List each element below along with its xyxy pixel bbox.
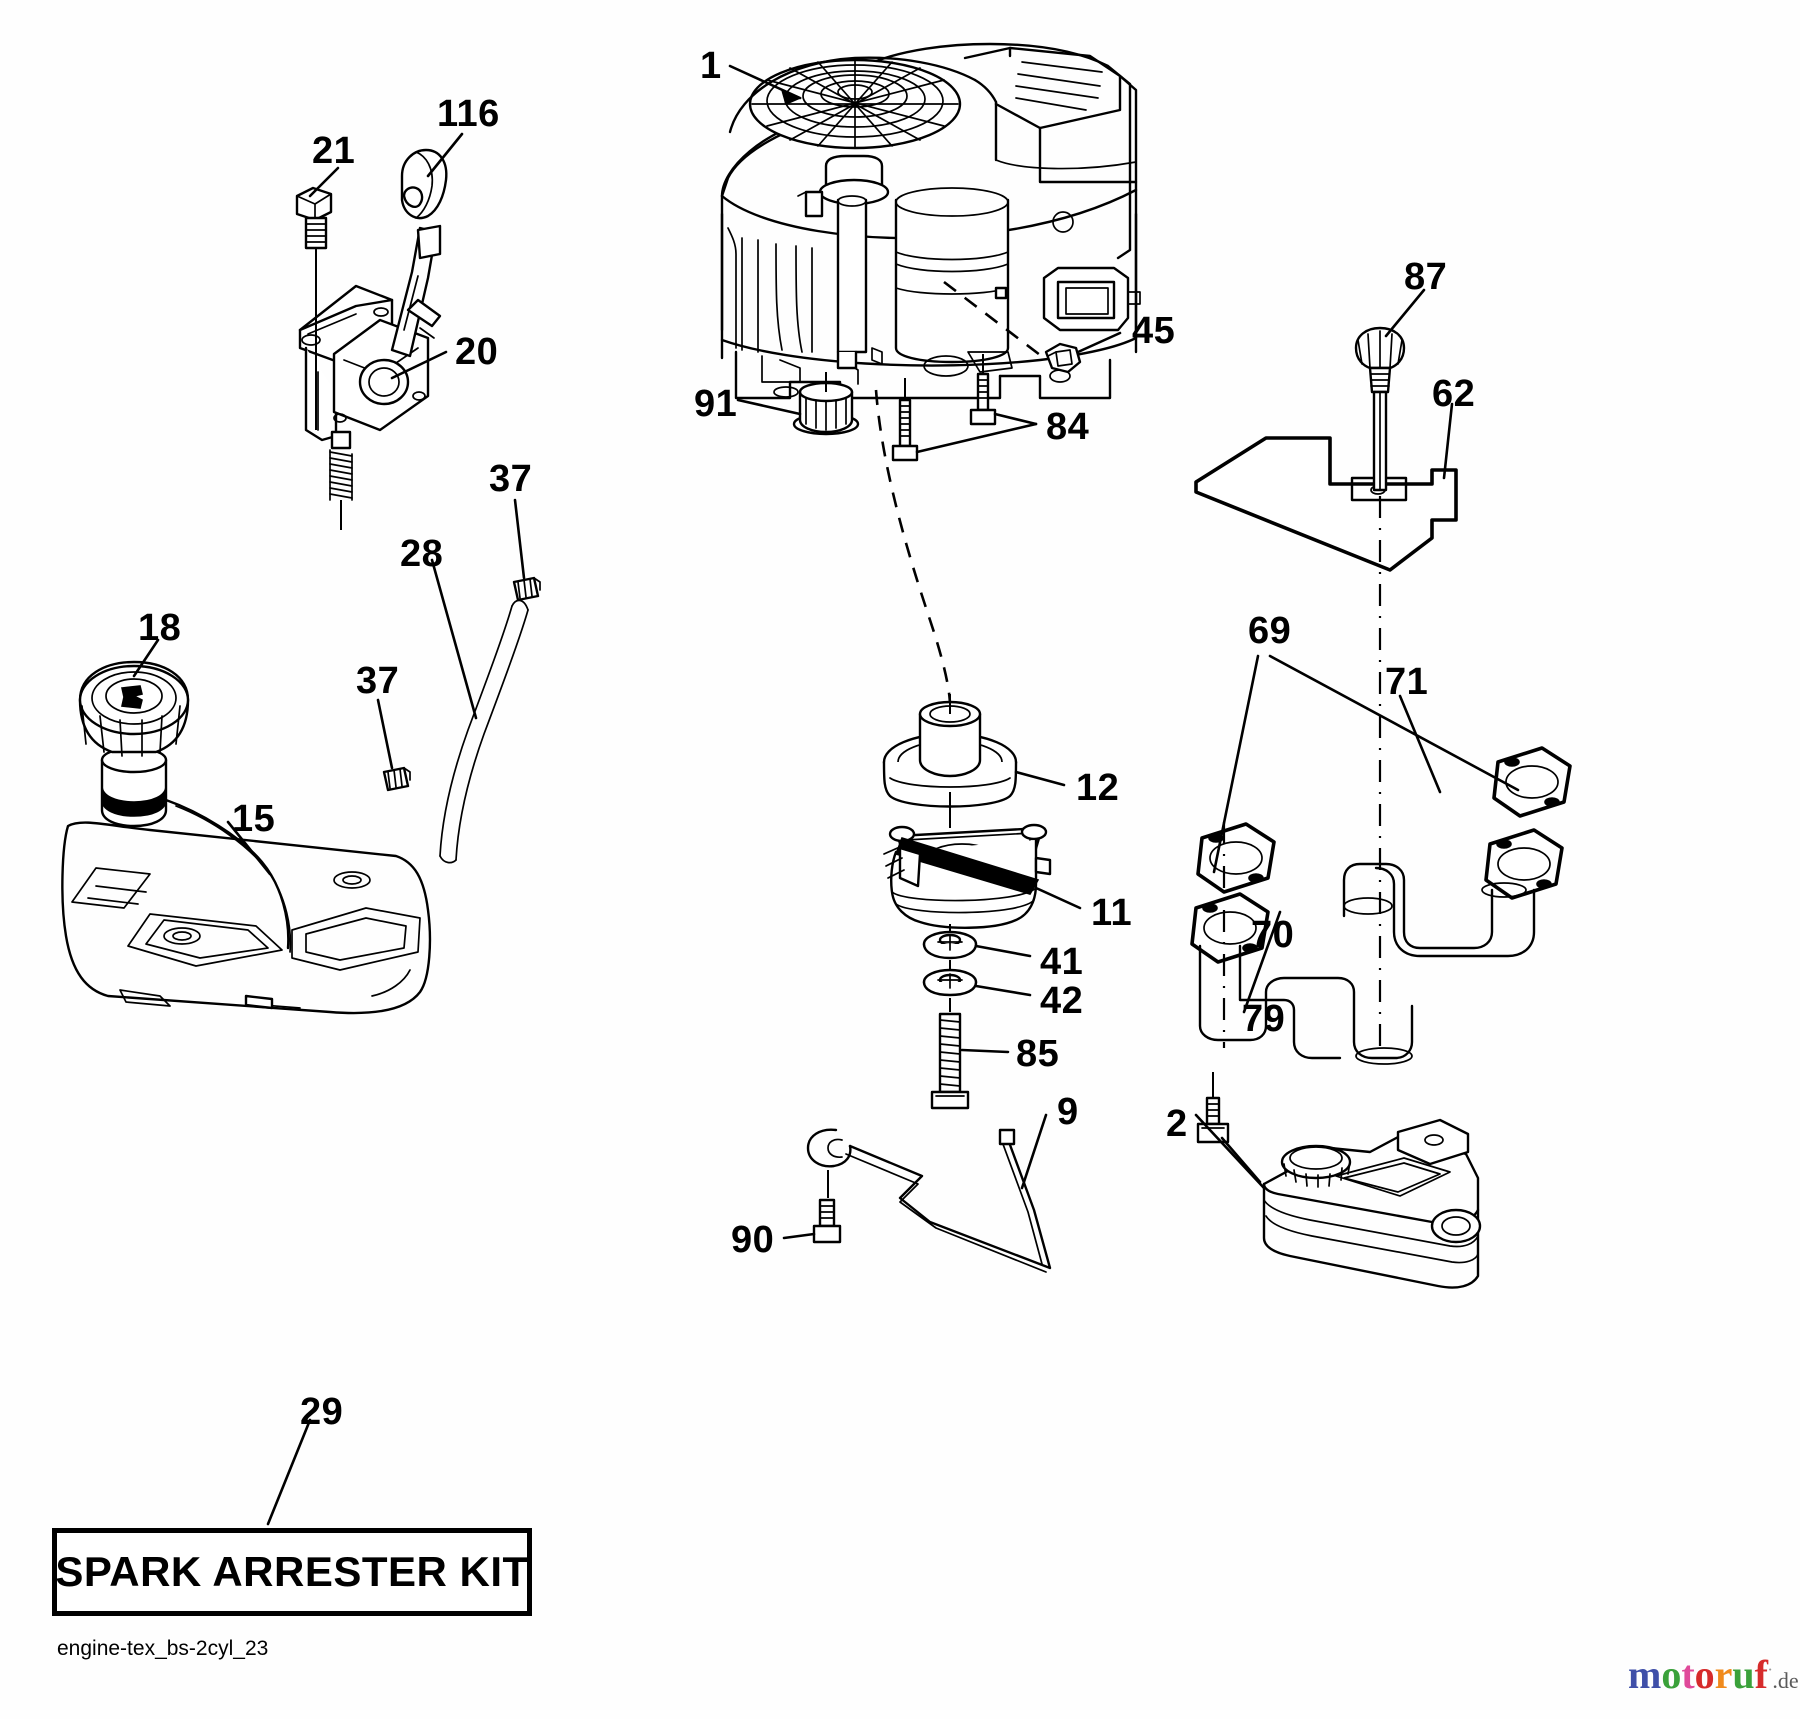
callout-21: 21 <box>312 130 356 172</box>
watermark-letter-o1: o <box>1661 1652 1682 1697</box>
muffler-art <box>1262 1118 1482 1289</box>
leader-11 <box>1034 886 1082 910</box>
leader-69-a <box>1212 654 1260 874</box>
leader-41 <box>974 944 1032 958</box>
leader-21 <box>308 166 340 198</box>
motoruf-watermark: motoruf·.de <box>1628 1655 1799 1695</box>
leader-9 <box>1020 1113 1048 1190</box>
bolt-21-art <box>295 186 333 430</box>
exhaust-pipe-70-art <box>1198 944 1414 1065</box>
callout-12: 12 <box>1076 767 1120 809</box>
callout-79: 79 <box>1242 998 1286 1040</box>
watermark-letter-m: m <box>1628 1652 1662 1697</box>
pulley-12-art <box>882 694 1018 808</box>
watermark-letter-r: r <box>1714 1652 1733 1697</box>
callout-29: 29 <box>300 1391 344 1433</box>
leader-45 <box>1076 331 1122 354</box>
callout-91: 91 <box>694 383 738 425</box>
callout-37-bottom: 37 <box>356 660 400 702</box>
clamp-37-top-art <box>512 576 541 602</box>
callout-45: 45 <box>1132 310 1176 352</box>
callout-20: 20 <box>455 331 499 373</box>
watermark-letter-f: f <box>1754 1652 1768 1697</box>
knob-87-art <box>1354 326 1406 492</box>
fuel-cap-art <box>78 660 190 757</box>
bolt-85-art <box>930 998 970 1110</box>
callout-37-top: 37 <box>489 458 533 500</box>
fuel-line-art <box>439 599 529 864</box>
washer-42-art <box>922 960 978 997</box>
leader-70 <box>1242 910 1282 1014</box>
leader-91 <box>736 398 802 416</box>
nut-45-art <box>1044 342 1082 374</box>
bolt-84-art <box>891 354 997 462</box>
callout-9: 9 <box>1057 1091 1079 1133</box>
leader-85 <box>960 1048 1010 1054</box>
leader-2 <box>1194 1113 1266 1190</box>
leader-87 <box>1384 288 1426 338</box>
fuel-tank-art <box>61 746 432 1015</box>
leader-42 <box>974 984 1032 997</box>
spark-arrester-kit-box: SPARK ARRESTER KIT <box>52 1528 532 1616</box>
callout-62: 62 <box>1432 373 1476 415</box>
leader-12 <box>1014 770 1066 787</box>
callout-1: 1 <box>700 45 722 87</box>
leader-29 <box>266 1418 312 1526</box>
leader-116 <box>426 132 464 178</box>
callout-28: 28 <box>400 533 444 575</box>
dashed-engine-to-pulley <box>874 389 952 707</box>
watermark-registered-mark: · <box>1768 1661 1773 1677</box>
watermark-letter-u: u <box>1732 1652 1755 1697</box>
screw-79-art <box>1196 1072 1230 1144</box>
callout-90: 90 <box>731 1219 775 1261</box>
watermark-letter-t: t <box>1681 1652 1695 1697</box>
leader-18 <box>132 638 160 678</box>
leader-69-b <box>1268 654 1520 792</box>
callout-41: 41 <box>1040 941 1084 983</box>
engine-assembly-art <box>720 42 1141 400</box>
leader-20 <box>390 350 448 380</box>
spark-arrester-kit-label: SPARK ARRESTER KIT <box>55 1548 529 1595</box>
diagram-code-label: engine-tex_bs-2cyl_23 <box>57 1637 269 1660</box>
washer-41-art <box>922 924 978 960</box>
exhaust-pipe-71-art <box>1342 862 1536 958</box>
leader-84-a <box>915 422 1038 454</box>
callout-42: 42 <box>1040 980 1084 1022</box>
clutch-assembly-art <box>883 792 1052 929</box>
callout-18: 18 <box>138 607 182 649</box>
leader-15 <box>226 820 272 876</box>
leader-79 <box>1220 1136 1262 1184</box>
leader-62 <box>1442 402 1454 480</box>
callout-84: 84 <box>1046 406 1090 448</box>
callout-87: 87 <box>1404 256 1448 298</box>
watermark-letter-o2: o <box>1694 1652 1715 1697</box>
leader-28 <box>430 558 478 720</box>
callout-85: 85 <box>1016 1033 1060 1075</box>
clamp-37-bottom-art <box>382 766 411 792</box>
callout-116: 116 <box>437 93 500 135</box>
callout-69: 69 <box>1248 610 1292 652</box>
dashed-45 <box>943 280 1045 360</box>
leader-37-bottom <box>376 698 394 770</box>
drain-valve-art <box>792 372 860 436</box>
leader-84-b <box>993 412 1038 426</box>
throttle-control-art <box>298 224 442 530</box>
exhaust-gasket-art <box>1190 746 1572 964</box>
bolt-90-art <box>812 1198 842 1244</box>
callout-11: 11 <box>1091 892 1133 934</box>
callout-71: 71 <box>1385 661 1429 703</box>
leader-71 <box>1398 694 1442 794</box>
leader-90 <box>782 1232 816 1240</box>
callout-70: 70 <box>1251 914 1295 956</box>
callout-2: 2 <box>1166 1103 1188 1145</box>
rod-9-art <box>806 1128 1052 1273</box>
leader-37-top <box>513 498 526 580</box>
heat-shield-art <box>1194 436 1458 572</box>
callout-15: 15 <box>232 798 276 840</box>
watermark-tld: .de <box>1772 1668 1799 1693</box>
